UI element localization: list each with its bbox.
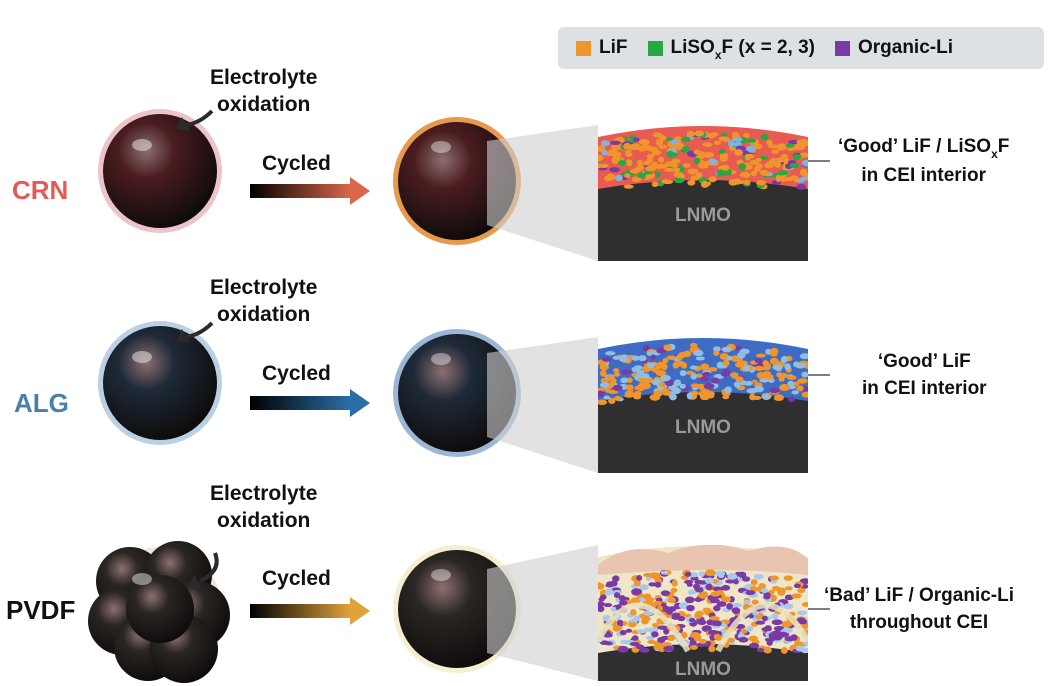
zoom-wedge-pvdf [487, 545, 598, 681]
zoom-wedge-alg [487, 337, 598, 473]
particle-cycled-alg [398, 334, 516, 452]
curved-arrowhead-crn [176, 117, 190, 131]
particle-cycled-pvdf [398, 550, 516, 668]
particle-pristine-alg [103, 326, 217, 440]
curved-arrowhead-pvdf [188, 575, 202, 589]
cycled-arrow-shaft-crn [250, 184, 350, 198]
curved-arrow-crn [185, 109, 214, 127]
legend-item-lif: LiF [576, 37, 628, 59]
zoom-wedge-crn [487, 125, 598, 261]
cycled-arrowhead-pvdf [350, 597, 370, 625]
lnmo-core-alg [598, 392, 808, 473]
legend-label-liso: LiSOxF (x = 2, 3) [670, 37, 815, 62]
cei-cross-section-alg: LNMO [598, 337, 808, 473]
cycled-arrow-shaft-pvdf [250, 604, 350, 618]
lnmo-label-crn: LNMO [675, 205, 731, 226]
lnmo-core-crn [598, 180, 808, 261]
cycled-label-crn: Cycled [262, 152, 331, 175]
particle-pristine-pvdf [88, 541, 230, 683]
particle-highlight-crn [132, 139, 152, 151]
legend-label-lif: LiF [599, 37, 628, 58]
cei-cross-section-crn: LNMO [598, 125, 808, 261]
particle-highlight-alg [132, 351, 152, 363]
lnmo-core-pvdf [598, 644, 808, 681]
cei-cross-section-pvdf: LNMO [598, 545, 808, 681]
legend-label-organic-li: Organic-Li [857, 37, 953, 58]
cei-description-alg: ‘Good’ LiF in CEI interior [862, 351, 987, 399]
curved-arrow-pvdf [199, 552, 219, 583]
legend-swatch-organic-li [834, 40, 850, 56]
binder-label-alg: ALG [14, 388, 69, 418]
cycled-arrowhead-crn [350, 177, 370, 205]
cei-description-pvdf: ‘Bad’ LiF / Organic-Li throughout CEI [824, 585, 1015, 633]
binder-label-crn: CRN [12, 175, 69, 205]
cycled-label-pvdf: Cycled [262, 567, 331, 590]
particle-pristine-crn [103, 114, 217, 228]
particle-cycled-highlight-crn [431, 141, 451, 153]
cycled-arrow-shaft-alg [250, 396, 350, 410]
particle-highlight-pvdf [132, 573, 152, 585]
cycled-label-alg: Cycled [262, 362, 331, 385]
binder-label-pvdf: PVDF [6, 595, 76, 625]
lnmo-label-pvdf: LNMO [675, 659, 731, 680]
curved-arrowhead-alg [176, 329, 190, 343]
lnmo-label-alg: LNMO [675, 417, 731, 438]
cei-description-crn: ‘Good’ LiF / LiSOxF in CEI interior [838, 136, 1010, 186]
legend-swatch-liso [647, 40, 663, 56]
particle-cycled-highlight-alg [431, 353, 451, 365]
legend-item-organic-li: Organic-Li [834, 37, 953, 59]
legend-swatch-lif [576, 40, 591, 56]
cycled-arrowhead-alg [350, 389, 370, 417]
curved-arrow-alg [185, 321, 214, 339]
particle-cycled-highlight-pvdf [431, 569, 451, 581]
particle-cycled-crn [398, 122, 516, 240]
legend: LiF LiSOxF (x = 2, 3) Organic-Li [558, 27, 1044, 69]
legend-item-liso: LiSOxF (x = 2, 3) [647, 37, 815, 62]
